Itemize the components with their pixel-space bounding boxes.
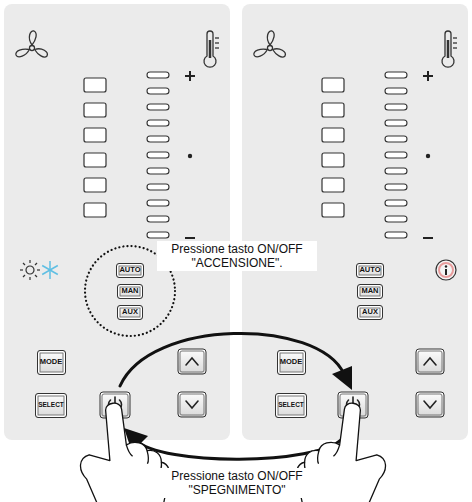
button-label: AUTO: [119, 266, 140, 274]
mode-key: MODE: [37, 350, 66, 375]
button-label: SELECT: [38, 402, 64, 409]
button-label: MAN: [361, 287, 378, 295]
cycle-arrows: [120, 333, 344, 459]
button-label: MAN: [121, 287, 138, 295]
arrow-heads: [124, 366, 352, 452]
right-panel: [242, 4, 468, 440]
button-label: AUTO: [359, 266, 380, 274]
select-key: SELECT: [35, 393, 67, 418]
button-label: AUX: [362, 308, 378, 316]
button-label: MODE: [40, 358, 63, 366]
mode-key: MODE: [277, 350, 306, 375]
mode-button: AUTO: [116, 263, 144, 278]
mode-button: AUX: [357, 305, 383, 320]
mode-button: MAN: [357, 284, 383, 299]
season-icon: [20, 260, 58, 280]
mode-button: MAN: [117, 284, 143, 299]
button-label: SELECT: [278, 402, 304, 409]
caption-note: Pressione tasto ON/OFF "ACCENSIONE".: [157, 241, 317, 272]
mode-button: AUX: [117, 305, 143, 320]
select-key: SELECT: [275, 393, 307, 418]
mode-button: AUTO: [356, 263, 384, 278]
left-panel: [4, 4, 230, 440]
button-label: MODE: [280, 358, 303, 366]
info-icon: [436, 260, 456, 280]
caption-note: Pressione tasto ON/OFF "SPEGNIMENTO": [157, 468, 317, 499]
button-label: AUX: [122, 308, 138, 316]
